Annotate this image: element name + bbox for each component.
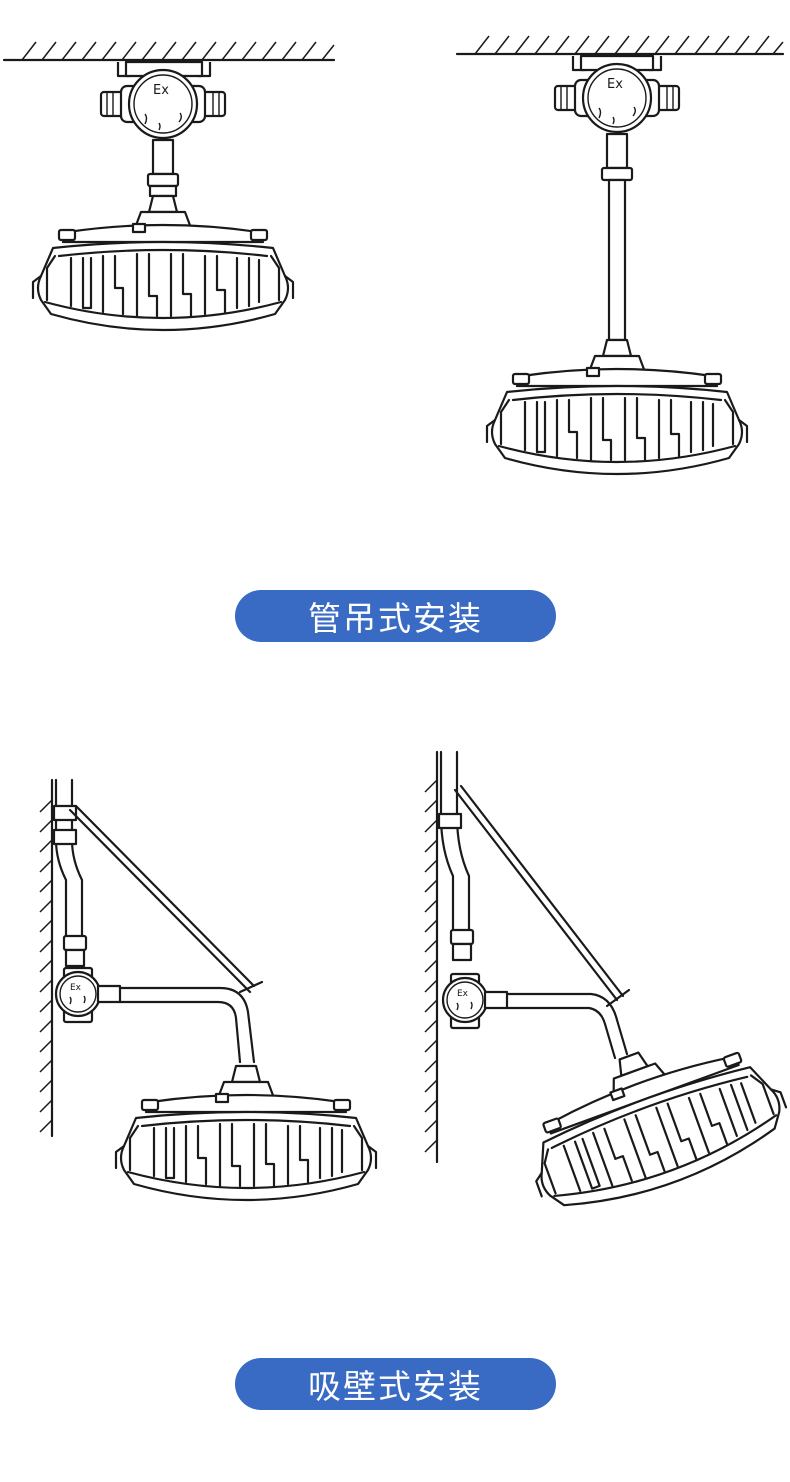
wall-hatch-icon xyxy=(39,778,54,1138)
wall-hatch-icon xyxy=(424,750,439,1164)
junction-box-icon: Ex xyxy=(553,62,681,134)
junction-box-icon: Ex xyxy=(99,68,227,140)
support-rod-icon xyxy=(68,804,264,994)
wall-fixture-angled: Ex xyxy=(424,750,790,1228)
wall-fixture-straight: Ex xyxy=(39,778,378,1202)
ceiling-hatch-icon xyxy=(455,35,785,56)
conduit-pipe-icon xyxy=(96,984,256,1064)
junction-box-icon: Ex xyxy=(441,972,489,1030)
pendant-fixture-short: Ex xyxy=(2,41,336,332)
pendant-fixture-long: Ex xyxy=(455,35,785,476)
conduit-pipe-icon xyxy=(607,178,627,342)
ex-marking: Ex xyxy=(153,83,169,98)
pendant-mount-label: 管吊式安装 xyxy=(235,590,556,642)
lamp-heatsink-icon xyxy=(114,1064,378,1202)
conduit-pipe-icon xyxy=(483,990,629,1060)
ex-marking: Ex xyxy=(70,983,82,993)
lamp-heatsink-icon xyxy=(31,194,295,332)
ceiling-hatch-icon xyxy=(2,41,336,62)
ex-marking: Ex xyxy=(457,989,469,999)
support-rod-icon xyxy=(453,784,631,1008)
pendant-mount-section: Ex Ex 管吊式安装 xyxy=(0,0,790,700)
junction-box-icon: Ex xyxy=(54,966,102,1024)
ex-marking: Ex xyxy=(607,77,623,92)
wall-mount-label: 吸壁式安装 xyxy=(235,1358,556,1410)
wall-mount-section: Ex Ex 吸壁式安装 xyxy=(0,700,790,1482)
lamp-heatsink-icon xyxy=(505,1010,790,1228)
lamp-heatsink-icon xyxy=(485,338,749,476)
